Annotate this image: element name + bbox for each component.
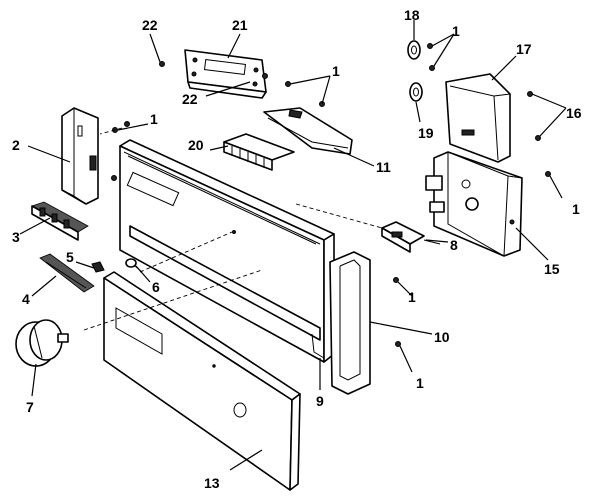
callout-labels: 22 21 22 1 1 2 3 4 5 6 7 20 11 8 9 10 1 … <box>12 7 582 491</box>
part-4-strip <box>39 253 95 293</box>
part-5-clip <box>91 261 105 273</box>
callout-1-right-upper: 1 <box>408 289 416 305</box>
part-10-end-cap <box>329 251 371 395</box>
part-21-bracket <box>184 49 267 99</box>
callout-1-right-lower: 1 <box>416 375 424 391</box>
callout-5: 5 <box>66 249 74 265</box>
callout-1-left: 1 <box>150 111 158 127</box>
alignment-lines <box>83 127 383 331</box>
part-17-cover <box>445 73 511 163</box>
part-2-end-cap <box>61 107 99 205</box>
callout-6: 6 <box>152 279 160 295</box>
callout-21: 21 <box>232 17 248 33</box>
callout-16: 16 <box>566 105 582 121</box>
callout-22-bottom: 22 <box>182 91 198 107</box>
callout-22-top: 22 <box>142 17 158 33</box>
callout-4: 4 <box>22 291 30 307</box>
callout-13: 13 <box>204 475 220 491</box>
callout-7: 7 <box>26 399 34 415</box>
callout-17: 17 <box>516 41 532 57</box>
callout-8: 8 <box>450 237 458 253</box>
callout-1-top-right: 1 <box>452 23 460 39</box>
part-3-switch-block <box>31 201 89 241</box>
callout-15: 15 <box>544 261 560 277</box>
part-9-console-panel <box>119 139 335 363</box>
part-7-knob <box>15 319 69 367</box>
part-11-bracket <box>263 107 353 155</box>
part-20-terminal-block <box>223 133 295 171</box>
callout-9: 9 <box>316 393 324 409</box>
part-18-cam <box>407 40 421 60</box>
callout-1-far-right: 1 <box>572 201 580 217</box>
callout-20: 20 <box>188 137 204 153</box>
callout-3: 3 <box>12 229 20 245</box>
leader-lines <box>19 20 567 471</box>
callout-10: 10 <box>434 329 450 345</box>
callout-19: 19 <box>418 125 434 141</box>
part-8-connector <box>381 221 441 253</box>
callout-2: 2 <box>12 137 20 153</box>
callout-1-upper-center: 1 <box>332 63 340 79</box>
part-13-front-panel <box>103 271 301 491</box>
callout-18: 18 <box>404 7 420 23</box>
callout-11: 11 <box>376 159 391 175</box>
part-15-control-module <box>425 151 523 257</box>
screws <box>111 43 551 347</box>
part-19-cam <box>409 82 423 102</box>
